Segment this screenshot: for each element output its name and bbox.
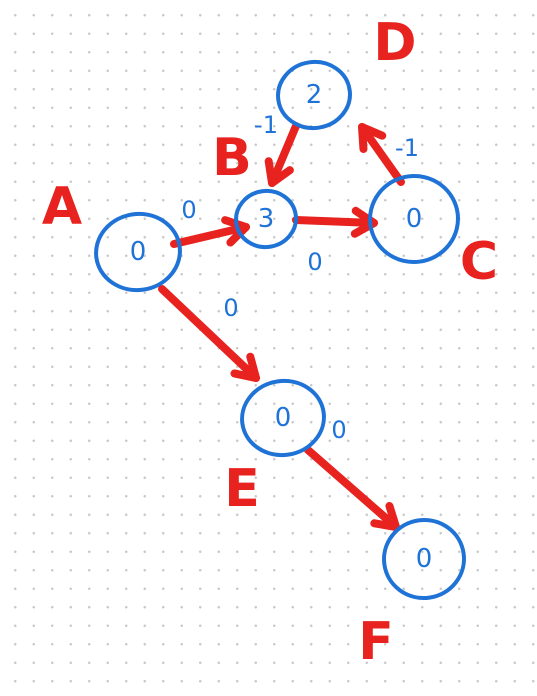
edge-b-c: 0 — [292, 206, 378, 276]
edge-a-e: 0 — [158, 285, 260, 382]
node-value: 2 — [306, 80, 323, 110]
arrowhead-icon — [230, 352, 260, 382]
edge-weight: 0 — [181, 196, 196, 224]
node-circle — [94, 211, 182, 293]
arrowhead-icon — [264, 157, 294, 187]
node-label-b: B — [212, 128, 252, 188]
node-value: 0 — [406, 204, 423, 234]
edge-line — [304, 446, 400, 531]
edge-weight: -1 — [254, 111, 278, 139]
node-label-d: D — [373, 13, 416, 73]
edge-e-f: 0 — [304, 416, 400, 531]
node-d: 2 — [276, 59, 352, 131]
node-circle — [276, 59, 352, 131]
edge-weight: -1 — [395, 134, 419, 162]
arrowhead-icon — [370, 501, 400, 531]
node-b: 3 — [234, 188, 298, 250]
node-a: 0 — [94, 211, 182, 293]
arrowhead-icon — [221, 216, 250, 247]
node-label-e: E — [224, 459, 260, 519]
edge-c-d: -1 — [358, 123, 419, 186]
node-label-c: C — [460, 232, 498, 292]
edge-d-b: -1 — [254, 111, 300, 187]
node-value: 3 — [258, 204, 275, 234]
edge-weight: 0 — [223, 294, 238, 322]
edge-line — [170, 223, 250, 248]
node-circle — [382, 517, 466, 601]
node-e: 0 — [240, 378, 326, 458]
node-label-a: A — [42, 177, 82, 237]
edge-line — [158, 285, 260, 382]
node-circle — [240, 378, 326, 458]
node-circle — [234, 188, 298, 250]
node-value: 0 — [275, 403, 292, 433]
node-value: 0 — [130, 237, 147, 267]
edge-line — [358, 123, 405, 186]
node-circle — [368, 173, 460, 265]
node-c: 0 — [368, 173, 460, 265]
arrowhead-icon — [358, 123, 387, 153]
node-value: 0 — [416, 544, 433, 574]
edge-a-b: 0 — [170, 196, 250, 248]
node-label-f: F — [358, 612, 394, 672]
edge-line — [268, 122, 300, 187]
node-f: 0 — [382, 517, 466, 601]
edge-weight: 0 — [331, 416, 346, 444]
arrowhead-icon — [350, 206, 378, 238]
edge-line — [292, 216, 378, 227]
edge-weight: 0 — [307, 248, 322, 276]
